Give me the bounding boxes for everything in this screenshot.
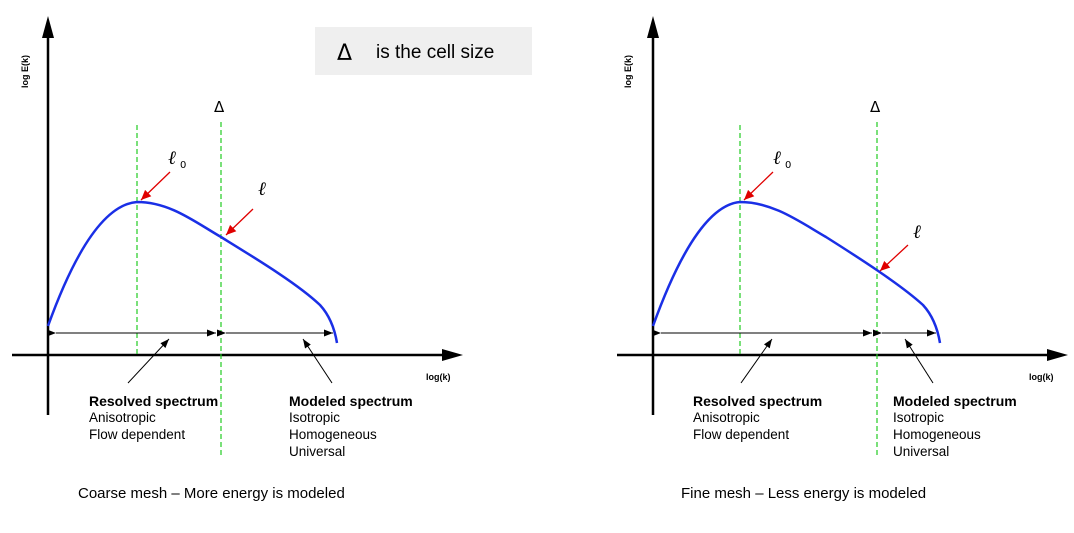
y-axis-label: log E(k) (623, 55, 633, 88)
modeled-title: Modeled spectrum (289, 393, 413, 409)
energy-spectrum-curve (46, 200, 339, 344)
modeled-line-1: Isotropic (289, 410, 340, 425)
l-symbol: ℓ (258, 178, 266, 200)
note-delta-symbol: Δ (337, 41, 352, 66)
resolved-line-1: Anisotropic (693, 410, 760, 425)
note-background (315, 27, 532, 75)
resolved-leader-arrow (127, 338, 170, 384)
energy-spectrum-curve (651, 200, 942, 344)
l0-pointer-arrow (743, 171, 774, 201)
modeled-leader-arrow (904, 338, 934, 384)
y-axis-label: log E(k) (20, 55, 30, 88)
l0-pointer-arrow (140, 171, 171, 201)
panel-caption: Fine mesh – Less energy is modeled (681, 485, 926, 502)
resolved-line-1: Anisotropic (89, 410, 156, 425)
modeled-title: Modeled spectrum (893, 393, 1017, 409)
x-axis-arrowhead (1047, 349, 1068, 361)
modeled-line-2: Homogeneous (893, 427, 981, 442)
panel-coarse-mesh: log E(k) log(k) Δ ℓ 0 ℓ Resolved spectru… (12, 16, 463, 502)
modeled-line-2: Homogeneous (289, 427, 377, 442)
resolved-title: Resolved spectrum (89, 393, 218, 409)
y-axis-arrowhead (647, 16, 659, 38)
modeled-line-3: Universal (893, 444, 949, 459)
l0-subscript: 0 (785, 160, 791, 171)
modeled-leader-arrow (302, 338, 333, 384)
resolved-leader-arrow (740, 338, 773, 384)
delta-label: Δ (214, 98, 225, 116)
delta-label: Δ (870, 98, 881, 116)
l0-subscript: 0 (180, 160, 186, 171)
l-pointer-arrow (225, 208, 254, 236)
x-axis-label: log(k) (1029, 372, 1054, 382)
cell-size-note: Δ is the cell size (315, 27, 532, 75)
modeled-line-3: Universal (289, 444, 345, 459)
modeled-line-1: Isotropic (893, 410, 944, 425)
x-axis-arrowhead (442, 349, 463, 361)
note-text: is the cell size (376, 42, 494, 63)
resolved-line-2: Flow dependent (89, 427, 185, 442)
l0-symbol: ℓ (168, 147, 176, 169)
panel-fine-mesh: log E(k) log(k) Δ ℓ 0 ℓ Resolved spectru… (617, 16, 1068, 502)
resolved-title: Resolved spectrum (693, 393, 822, 409)
l-symbol: ℓ (913, 221, 921, 243)
x-axis-label: log(k) (426, 372, 451, 382)
l0-symbol: ℓ (773, 147, 781, 169)
y-axis-arrowhead (42, 16, 54, 38)
panel-caption: Coarse mesh – More energy is modeled (78, 485, 345, 502)
l-pointer-arrow (879, 244, 909, 272)
resolved-line-2: Flow dependent (693, 427, 789, 442)
